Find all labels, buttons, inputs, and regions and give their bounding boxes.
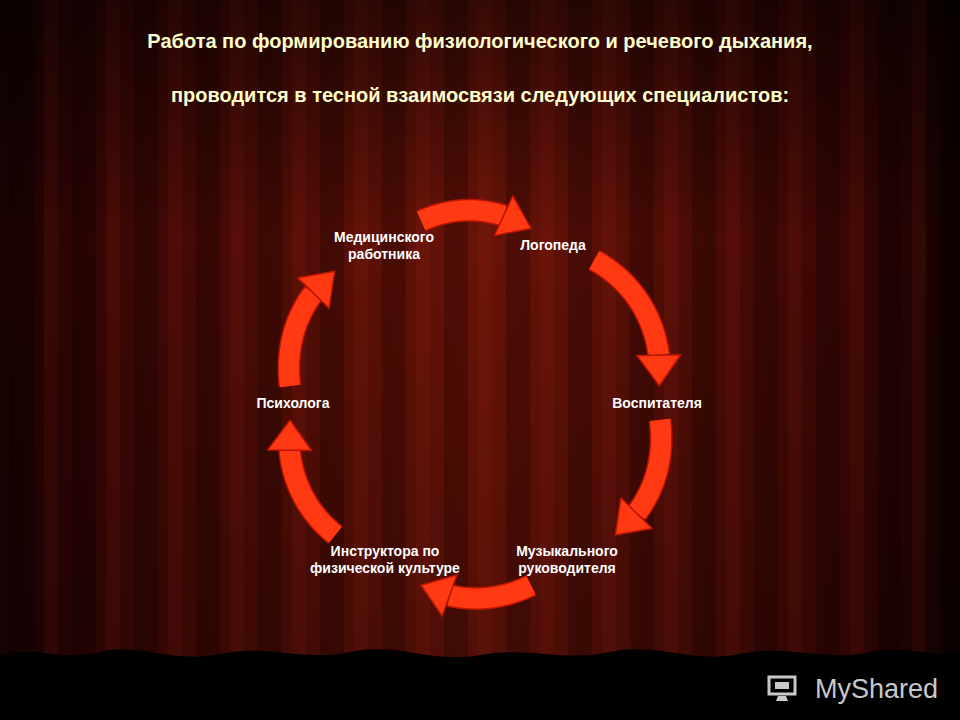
arrow-head — [637, 355, 681, 386]
arrow-head — [615, 498, 652, 535]
specialist-label: Инструктора по физической культуре — [310, 543, 460, 577]
specialist-label: Медицинского работника — [314, 229, 454, 263]
specialist-node: Музыкального руководителя — [487, 543, 647, 577]
specialist-label: Музыкального руководителя — [487, 543, 647, 577]
block-arrow — [289, 271, 335, 386]
slide-title: Работа по формированию физиологического … — [135, 14, 825, 122]
arrow-shaft-outline — [290, 450, 336, 535]
specialist-node: Медицинского работника — [314, 229, 454, 263]
arrow-shaft-outline — [637, 420, 662, 513]
block-arrow — [615, 420, 661, 535]
watermark-icon — [766, 674, 800, 704]
specialist-node: Психолога — [257, 395, 330, 412]
specialist-label: Воспитателя — [612, 395, 702, 412]
arrow-shaft-outline — [289, 293, 313, 386]
block-arrow — [594, 260, 681, 386]
block-arrow — [421, 196, 531, 236]
arrow-shaft-outline — [421, 210, 503, 221]
arrow-shaft-outline — [450, 585, 531, 598]
arrow-head — [268, 420, 312, 450]
block-arrow — [268, 420, 336, 535]
arrow-shaft — [290, 450, 336, 535]
arrow-shaft — [421, 210, 503, 221]
arrow-head — [298, 271, 335, 308]
specialist-node: Инструктора по физической культуре — [310, 543, 460, 577]
specialist-node: Воспитателя — [612, 395, 702, 412]
arrow-head — [421, 575, 457, 616]
arrow-shaft — [594, 260, 659, 355]
watermark: MyShared — [815, 674, 938, 704]
arrow-shaft — [450, 585, 531, 598]
specialist-label: Логопеда — [520, 237, 586, 254]
specialist-label: Психолога — [257, 395, 330, 412]
block-arrow — [421, 575, 531, 616]
specialist-node: Логопеда — [520, 237, 586, 254]
arrow-shaft-outline — [594, 260, 659, 355]
arrow-shaft — [637, 420, 662, 513]
arrow-head — [494, 196, 531, 236]
arrow-shaft — [289, 293, 313, 386]
